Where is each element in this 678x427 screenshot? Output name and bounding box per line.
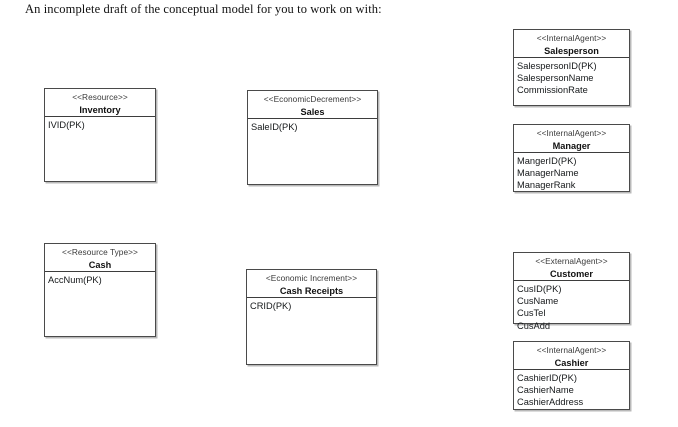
class-attribute: CRID(PK) <box>250 301 292 311</box>
class-header-sales: <<EconomicDecrement>> Sales <box>248 91 377 119</box>
class-attribute: SaleID(PK) <box>251 122 298 132</box>
class-attribute: AccNum(PK) <box>48 275 102 285</box>
class-attribute: CommissionRate <box>517 85 588 96</box>
class-stereotype-cashier: <<InternalAgent>> <box>536 345 607 355</box>
class-attribute: IVID(PK) <box>48 120 85 130</box>
class-name-inventory: Inventory <box>79 104 121 115</box>
class-stereotype-salesperson: <<InternalAgent>> <box>536 33 607 43</box>
class-name-manager: Manager <box>552 140 591 151</box>
class-attribute: CusName <box>517 296 559 307</box>
class-attribute: CashierID(PK) <box>517 373 577 383</box>
class-stereotype-cash-receipts: <Economic Increment>> <box>265 273 358 283</box>
class-attributes-inventory: IVID(PK) <box>45 117 155 131</box>
class-attributes-cash-receipts: CRID(PK) <box>247 298 376 312</box>
class-name-salesperson: Salesperson <box>544 45 599 56</box>
class-header-manager: <<InternalAgent>> Manager <box>514 125 629 153</box>
class-attribute: CashierName <box>517 385 574 396</box>
class-header-cash-receipts: <Economic Increment>> Cash Receipts <box>247 270 376 298</box>
class-attribute: CusTel <box>517 308 546 319</box>
class-header-cashier: <<InternalAgent>> Cashier <box>514 342 629 370</box>
class-header-customer: <<ExternalAgent>> Customer <box>514 253 629 281</box>
class-attribute: ManagerName <box>517 168 579 179</box>
class-stereotype-manager: <<InternalAgent>> <box>536 128 607 138</box>
class-name-sales: Sales <box>300 106 325 117</box>
class-attribute: CusAdd <box>517 320 551 331</box>
class-stereotype-sales: <<EconomicDecrement>> <box>263 94 362 104</box>
class-header-cash: <<Resource Type>> Cash <box>45 244 155 272</box>
class-header-inventory: <<Resource>> Inventory <box>45 89 155 117</box>
class-attribute: CusID(PK) <box>517 284 562 294</box>
class-name-cashier: Cashier <box>554 357 589 368</box>
class-name-customer: Customer <box>550 268 593 279</box>
class-attribute: SalespersonName <box>517 73 594 84</box>
class-name-cash: Cash <box>88 259 112 270</box>
class-stereotype-customer: <<ExternalAgent>> <box>535 256 608 266</box>
class-attribute: ManagerRank <box>517 180 576 191</box>
class-attribute: CashierAddress <box>517 397 584 408</box>
class-stereotype-cash: <<Resource Type>> <box>62 247 138 257</box>
class-attributes-cash: AccNum(PK) <box>45 272 155 286</box>
class-stereotype-inventory: <<Resource>> <box>72 92 128 102</box>
class-header-salesperson: <<InternalAgent>> Salesperson <box>514 30 629 58</box>
class-attributes-sales: SaleID(PK) <box>248 119 377 133</box>
intro-paragraph: An incomplete draft of the conceptual mo… <box>25 2 382 16</box>
class-attribute: SalespersonID(PK) <box>517 61 597 71</box>
class-attribute: MangerID(PK) <box>517 156 577 166</box>
class-name-cash-receipts: Cash Receipts <box>279 285 344 296</box>
